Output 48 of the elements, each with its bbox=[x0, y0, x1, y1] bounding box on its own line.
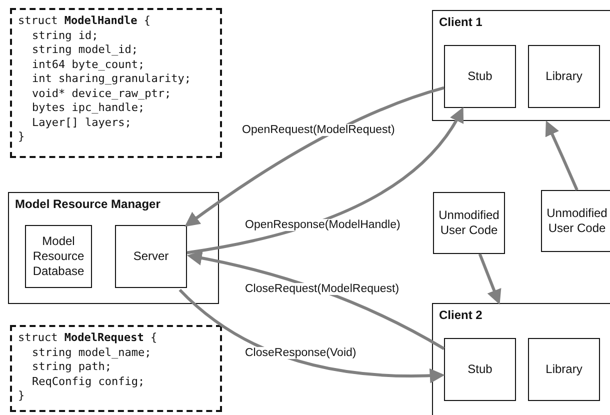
arrow bbox=[186, 250, 445, 350]
code-line: bytes ipc_handle; bbox=[31, 101, 146, 116]
code-line: } bbox=[18, 130, 26, 144]
code-line: void* device_raw_ptr; bbox=[31, 86, 172, 101]
module-label: Model Resource Database bbox=[32, 234, 86, 279]
code-line: int64 byte_count; bbox=[31, 58, 146, 72]
edge-label: CloseResponse(Void) bbox=[243, 347, 358, 359]
edge-label: CloseRequest(ModelRequest) bbox=[243, 283, 402, 295]
module-box bbox=[115, 225, 187, 288]
code-line: struct ModelHandle { bbox=[18, 14, 152, 28]
module-box bbox=[528, 338, 600, 401]
component-box bbox=[432, 10, 610, 121]
module-label: Library bbox=[544, 69, 584, 84]
code-line: string model_id; bbox=[31, 43, 139, 58]
component-title: Client 1 bbox=[439, 15, 482, 29]
edge-label: OpenResponse(ModelHandle) bbox=[243, 219, 402, 231]
module-box bbox=[541, 190, 610, 252]
module-label: Stub bbox=[466, 69, 494, 84]
module-box bbox=[444, 45, 516, 108]
module-box bbox=[433, 192, 505, 254]
code-line: Layer[] layers; bbox=[31, 116, 132, 130]
module-label: Library bbox=[544, 362, 584, 377]
code-line: string model_name; bbox=[31, 346, 152, 360]
module-box bbox=[528, 45, 600, 108]
code-block bbox=[10, 8, 222, 158]
code-line: ReqConfig config; bbox=[31, 374, 146, 389]
component-title: Model Resource Manager bbox=[15, 197, 160, 211]
component-box bbox=[432, 303, 610, 415]
module-label: Unmodified User Code bbox=[438, 208, 500, 238]
arrow bbox=[186, 107, 464, 254]
arrow bbox=[478, 253, 502, 305]
module-box bbox=[25, 225, 92, 288]
edge-label: OpenRequest(ModelRequest) bbox=[240, 124, 397, 136]
code-line: struct ModelRequest { bbox=[18, 331, 158, 346]
module-box bbox=[444, 338, 516, 401]
module-label: Stub bbox=[466, 362, 494, 377]
code-block bbox=[10, 325, 222, 412]
module-label: Unmodified User Code bbox=[546, 206, 608, 236]
code-line: string id; bbox=[31, 28, 100, 43]
code-line: string path; bbox=[31, 360, 112, 374]
code-line: int sharing_granularity; bbox=[31, 72, 192, 86]
code-line: } bbox=[18, 389, 26, 404]
arrow bbox=[545, 120, 578, 191]
module-label: Server bbox=[132, 249, 170, 264]
arrow bbox=[178, 288, 445, 384]
component-title: Client 2 bbox=[439, 308, 482, 322]
component-box bbox=[8, 192, 219, 304]
arrow bbox=[184, 86, 444, 227]
